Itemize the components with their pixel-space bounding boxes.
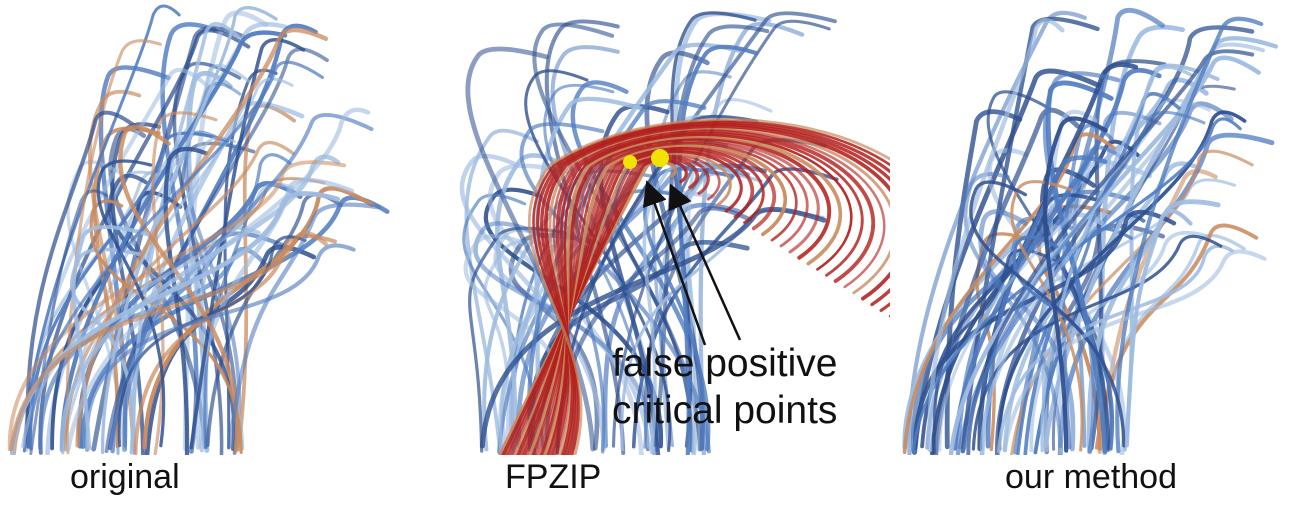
streamline [963,172,1063,449]
streamline [203,153,292,450]
streamline [1040,65,1195,453]
caption-fpzip: FPZIP [505,458,602,496]
streamline [927,18,1065,453]
streamline [543,83,648,449]
streamline [25,110,140,449]
panel-original [0,0,430,455]
streamline [187,136,237,449]
streamline [122,113,374,448]
streamline [38,28,251,455]
streamline [997,110,1247,451]
streamline [104,47,329,454]
streamline [948,55,1261,455]
streamline [7,160,347,452]
vortex-streamline [528,143,788,455]
streamline [118,124,240,453]
vortex-streamline [544,124,890,455]
streamline [911,117,1242,454]
vortex-streamline [528,118,890,455]
panel-our-method [895,0,1312,455]
streamline [979,159,1152,455]
caption-original: original [70,458,180,496]
streamline [1124,208,1193,448]
streamline [29,189,109,455]
streamline [969,180,1126,448]
streamlines-our-method [902,7,1278,455]
vortex-streamline [532,119,890,455]
streamline [1094,223,1259,450]
streamline [995,25,1255,455]
streamline [28,60,324,450]
streamline [160,22,217,454]
streamline [22,4,181,453]
vortex-streamline [552,128,886,455]
streamline [89,199,243,455]
streamline [223,68,278,450]
vortex-streamline [552,129,876,455]
streamline [462,193,545,450]
annotation-line-1: false positive [612,342,838,385]
vortex-streamline [540,122,890,455]
critical-point-marker [651,149,669,167]
streamline [1010,180,1084,452]
streamline [979,42,1265,455]
streamline [930,139,1142,455]
streamline [508,42,742,450]
streamline [987,147,1127,455]
streamline [997,244,1234,453]
streamline [151,111,218,455]
streamline [84,243,356,452]
streamline [96,159,166,448]
streamline [1115,16,1264,454]
streamline [960,16,1100,454]
caption-our-method: our method [1005,458,1177,496]
vortex-streamline [543,134,843,455]
streamline [611,19,831,448]
vortex-streamline [546,133,853,455]
vortex-streamline [531,141,798,455]
streamline [907,10,1087,455]
streamline [1013,7,1165,455]
annotation-line-2: critical points [612,389,838,432]
vortex-streamline [534,140,809,455]
streamline [902,132,1116,455]
streamline [912,209,1177,450]
streamline [1012,235,1115,451]
streamline [1042,71,1121,454]
streamline [1072,145,1126,448]
streamline [107,173,237,451]
streamline [189,37,306,450]
streamline [952,67,1162,451]
streamline [227,202,382,449]
streamline [1043,223,1166,455]
streamline [1042,116,1108,453]
streamline [8,230,328,452]
streamline [1002,249,1267,452]
streamline [63,140,295,452]
critical-point-marker [623,155,637,169]
streamline [59,154,341,454]
false-positive-annotation: false positive critical points [612,340,837,434]
streamline [71,225,150,451]
streamline [131,22,241,455]
streamline [962,110,1206,451]
streamlines-original [7,4,390,455]
vortex-streamline [536,121,890,455]
